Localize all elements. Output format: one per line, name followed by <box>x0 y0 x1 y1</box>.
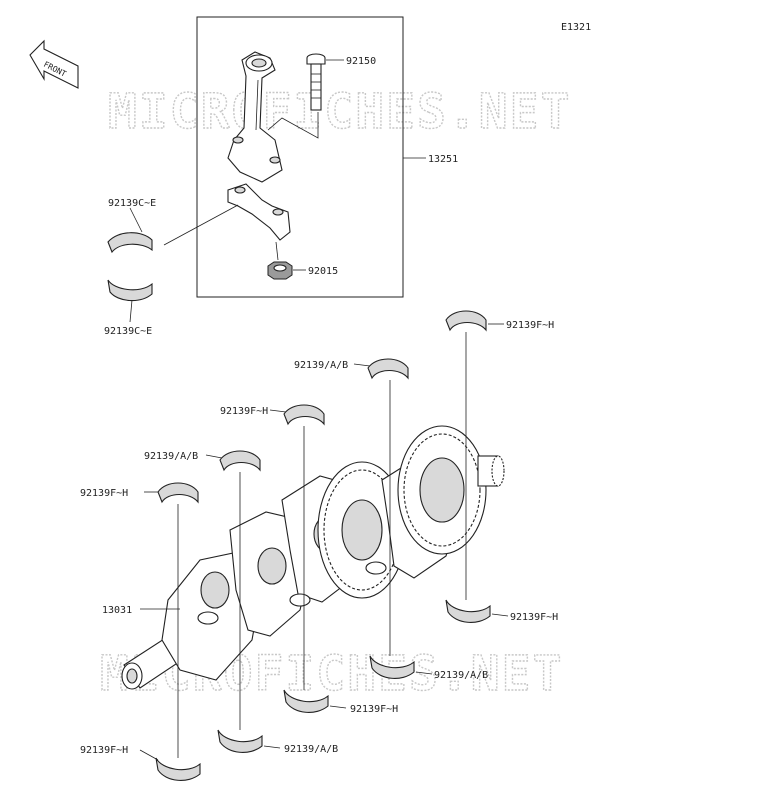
main-bot-2-leader <box>263 745 281 749</box>
main-top-2-leader <box>205 454 223 459</box>
nut-stud-line <box>275 241 279 261</box>
label-main-bot-5: 92139F~H <box>510 612 558 623</box>
main-bearing-upper-3 <box>283 404 325 426</box>
front-arrow-icon: FRONT <box>29 39 79 89</box>
main-bearing-upper-2 <box>219 450 261 472</box>
label-92150: 92150 <box>346 56 376 67</box>
label-92139CE-bottom: 92139C~E <box>104 326 152 337</box>
label-main-top-3: 92139F~H <box>220 406 268 417</box>
main-bot-1-leader <box>139 749 159 761</box>
main-bot-5-leader <box>491 613 509 617</box>
connecting-rod-box <box>196 16 404 298</box>
main-bot-4-leader <box>415 671 433 675</box>
main-bearing-upper-4 <box>367 358 409 380</box>
label-13031: 13031 <box>102 605 132 616</box>
label-main-bot-2: 92139/A/B <box>284 744 338 755</box>
label-main-top-4: 92139/A/B <box>294 360 348 371</box>
main-bearing-lower-5 <box>445 599 491 623</box>
label-92139CE-top: 92139C~E <box>108 198 156 209</box>
label-main-top-5: 92139F~H <box>506 320 554 331</box>
label-main-bot-3: 92139F~H <box>350 704 398 715</box>
nut-92015 <box>267 261 293 280</box>
main-bearing-lower-1 <box>155 757 201 781</box>
main-bearing-upper-1 <box>157 482 199 504</box>
label-main-top-2: 92139/A/B <box>144 451 198 462</box>
crankshaft-13031 <box>121 425 505 690</box>
connecting-rod-cap <box>227 183 291 241</box>
main-bearing-lower-2 <box>217 729 263 753</box>
rod-bearing-link-leader <box>163 204 239 246</box>
rod-bearing-lower <box>107 279 153 302</box>
connecting-rod <box>227 51 283 183</box>
diagram-code: E1321 <box>561 22 591 33</box>
main-top-4-leader <box>353 363 371 367</box>
label-13251: 13251 <box>428 154 458 165</box>
main-bearing-lower-4 <box>369 655 415 679</box>
label-main-top-1: 92139F~H <box>80 488 128 499</box>
rod-bearing-upper <box>107 232 153 254</box>
bolt-92150 <box>306 53 326 111</box>
watermark-top: MICROFICHES.NET <box>108 84 571 140</box>
main-bot-3-leader <box>329 705 347 709</box>
main-bearing-upper-5 <box>445 310 487 332</box>
label-main-bot-4: 92139/A/B <box>434 670 488 681</box>
label-main-bot-1: 92139F~H <box>80 745 128 756</box>
main-top-3-leader <box>269 409 287 413</box>
rod-bearing-top-leader <box>129 207 143 233</box>
bolt-leader <box>267 112 319 139</box>
label-92015: 92015 <box>308 266 338 277</box>
rod-bearing-bottom-leader <box>129 299 133 323</box>
main-bearing-lower-3 <box>283 689 329 713</box>
